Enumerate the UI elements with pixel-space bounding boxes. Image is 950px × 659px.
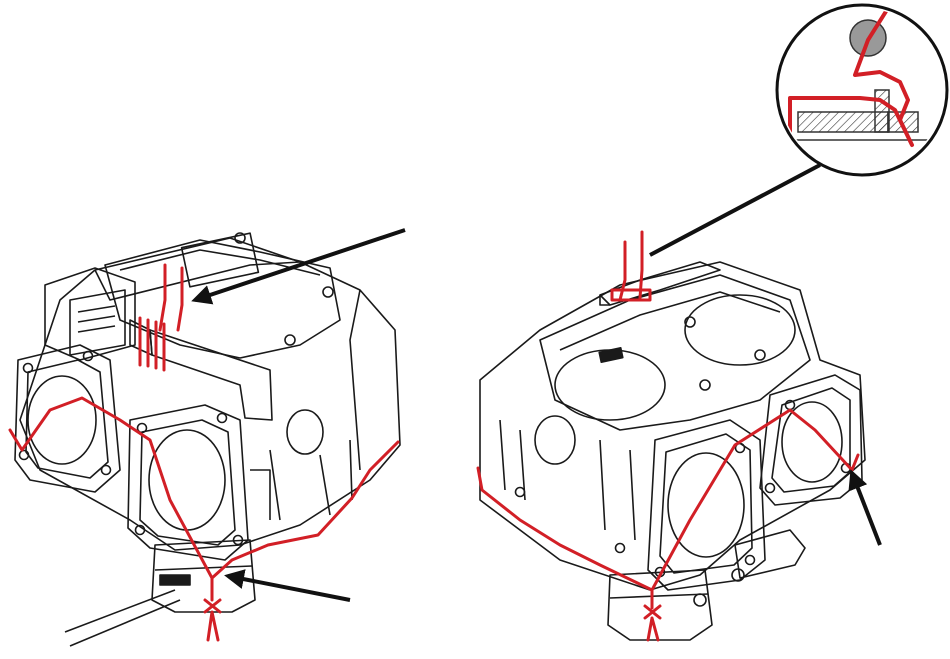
- solenoid-coil-face: [69, 289, 126, 356]
- screw-head-icon: [22, 362, 34, 374]
- bottom-plug: [607, 529, 806, 641]
- valve-body-outline: [479, 261, 866, 591]
- screw-head-icon: [514, 486, 526, 498]
- screw-head-icon: [731, 568, 745, 582]
- seal-knot-icon: [643, 604, 662, 620]
- seal-clip-top-left: [138, 316, 166, 372]
- arrows-right: [848, 469, 882, 546]
- actuator-cover: [539, 274, 811, 431]
- screw-head-icon: [216, 412, 228, 424]
- screw-head-icon: [82, 350, 94, 362]
- arrow-icon: [848, 469, 882, 546]
- solenoid-coil: [44, 267, 136, 361]
- screw-head-icon: [754, 349, 766, 361]
- valve-view-outlet-side: [479, 261, 866, 641]
- valve-view-inlet-side: [14, 232, 401, 647]
- seal-wire-detail: [788, 8, 914, 147]
- seal-wire-left: [8, 263, 400, 642]
- inlet-flange-right: [759, 374, 863, 506]
- screw-head-icon: [699, 379, 711, 391]
- screw-head-icon: [322, 286, 334, 298]
- screw-head-icon: [693, 593, 707, 607]
- actuator-dome-right: [684, 294, 796, 366]
- side-port: [286, 409, 324, 455]
- screw-head-icon: [136, 422, 148, 434]
- arrows-left: [191, 228, 406, 602]
- side-port: [534, 415, 576, 465]
- screw-head-icon: [684, 316, 696, 328]
- screw-head-icon: [100, 464, 112, 476]
- inlet-flange-left: [14, 344, 121, 493]
- screw-head-icon: [234, 232, 246, 244]
- mounting-bracket: [149, 329, 273, 421]
- bottom-plug: [64, 539, 256, 647]
- screw-head-icon: [614, 542, 626, 554]
- arrow-icon: [191, 228, 406, 305]
- seal-knot-icon: [203, 598, 222, 614]
- seal-wire-detail-magnifier: [775, 3, 949, 177]
- screw-head-icon: [134, 524, 146, 536]
- screw-head-icon: [18, 449, 30, 461]
- screw-head-icon: [744, 554, 756, 566]
- seal-wire-right: [476, 230, 860, 642]
- valve-body-side-edge: [349, 289, 361, 471]
- outlet-flange-front: [127, 404, 249, 561]
- valve-body-outline: [19, 237, 401, 551]
- screw-head-icon: [764, 482, 776, 494]
- cover-top-box: [180, 232, 260, 288]
- screw-head-icon: [284, 334, 296, 346]
- detail-leader-line: [649, 163, 821, 257]
- arrow-icon: [224, 569, 351, 602]
